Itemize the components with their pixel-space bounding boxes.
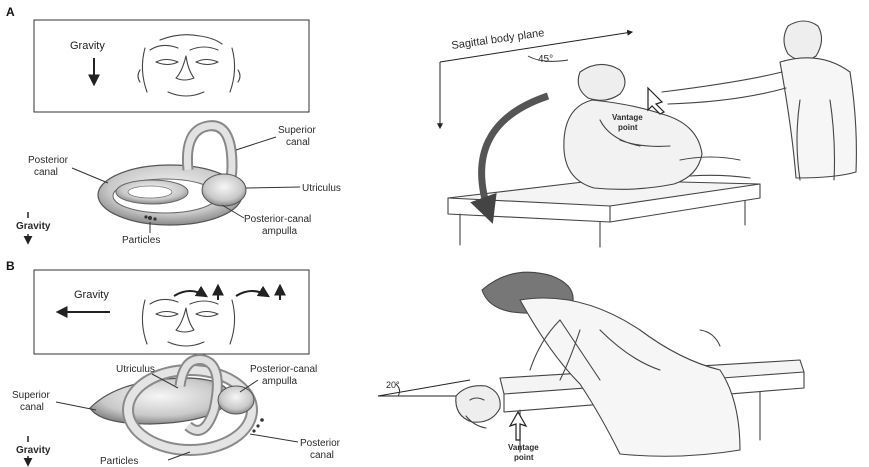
particles-label-a: Particles <box>122 235 160 246</box>
particles-label-b: Particles <box>100 456 138 467</box>
leader-utriculus-a <box>246 187 300 188</box>
ampulla-label-a: Posterior-canal ampulla <box>244 214 314 237</box>
superior-canal-label-a: Superior canal <box>278 125 319 148</box>
superior-canal-label-b: Superior canal <box>12 390 53 413</box>
gravity-small-label-b: Gravity <box>16 445 51 456</box>
angle-label-a: 45° <box>538 54 553 65</box>
ampulla-label-b: Posterior-canal ampulla <box>250 364 320 387</box>
leader-posterior-b <box>250 434 298 442</box>
leader-superior-a <box>236 137 276 150</box>
patient-head-b <box>456 386 500 428</box>
face-box-b: Gravity <box>34 270 309 354</box>
utriculus-label-b: Utriculus <box>116 364 155 375</box>
posterior-canal-label-a: Posterior canal <box>28 155 71 178</box>
gravity-indicator-a: Gravity <box>16 212 51 243</box>
posterior-canal-label-b: Posterior canal <box>300 438 343 461</box>
gravity-indicator-b: Gravity <box>16 436 51 465</box>
panel-b-letter: B <box>6 259 15 273</box>
scene-b: 20° Vantage point <box>378 272 804 462</box>
exam-table-a <box>448 180 760 247</box>
gravity-small-label-a: Gravity <box>16 221 51 232</box>
vantage-label-b: Vantage point <box>508 443 541 462</box>
gravity-label-a: Gravity <box>70 40 105 52</box>
vantage-arrow-b <box>510 412 526 440</box>
canal-diagram-a <box>98 126 246 225</box>
utriculus-label-a: Utriculus <box>302 183 341 194</box>
face-box-a: Gravity <box>34 20 309 112</box>
gravity-label-b: Gravity <box>74 289 109 301</box>
leader-posterior-a <box>72 168 108 183</box>
leader-superior-b <box>56 402 96 410</box>
scene-a: Sagittal body plane 45° Vantage <box>440 21 856 247</box>
examiner-sketch-b <box>482 272 740 456</box>
angle-label-b: 20° <box>386 380 400 390</box>
panel-a-letter: A <box>6 5 15 19</box>
